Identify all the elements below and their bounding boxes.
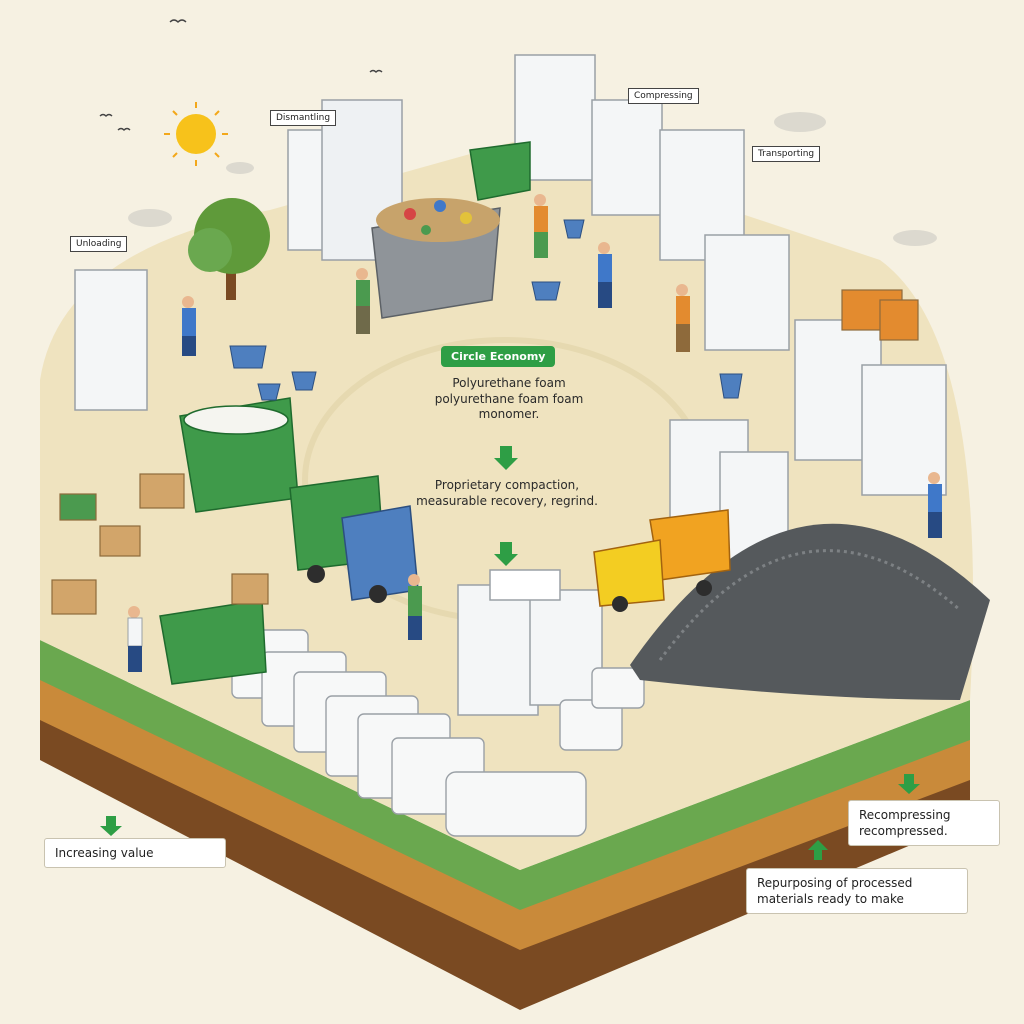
note-recompressing: Recompressing recompressed.: [848, 800, 1000, 847]
center-step-1-text: Polyurethane foam polyurethane foam foam…: [434, 376, 584, 422]
tree-icon: [188, 198, 270, 300]
dump-truck-icon: [593, 509, 731, 612]
center-step-2-text: Proprietary compaction, measurable recov…: [416, 478, 598, 508]
green-skip-bins: [159, 141, 531, 685]
refrigerator-units: [74, 54, 947, 716]
stage-tag-unloading: Unloading: [70, 236, 128, 252]
dumpster-full: [371, 198, 501, 319]
cloud-icon: [128, 112, 937, 246]
flow-arrow-icons: [100, 446, 920, 860]
bird-icon: [99, 19, 383, 131]
worker-figures: [127, 194, 942, 672]
stage-tag-transporting: Transporting: [752, 146, 821, 162]
stage-tag-dismantling: Dismantling: [270, 110, 337, 126]
recycling-truck-icon: [289, 475, 419, 603]
stage-tag-compressing: Compressing: [628, 88, 699, 104]
cardboard-box-pile: [51, 289, 919, 615]
center-title-badge: Circle Economy: [441, 346, 556, 367]
foam-block-row: [231, 629, 645, 837]
note-increasing-value: Increasing value: [44, 838, 226, 869]
bucket-icons: [229, 219, 743, 401]
sun-icon: [164, 102, 228, 166]
note-repurposing: Repurposing of processed materials ready…: [746, 868, 968, 915]
